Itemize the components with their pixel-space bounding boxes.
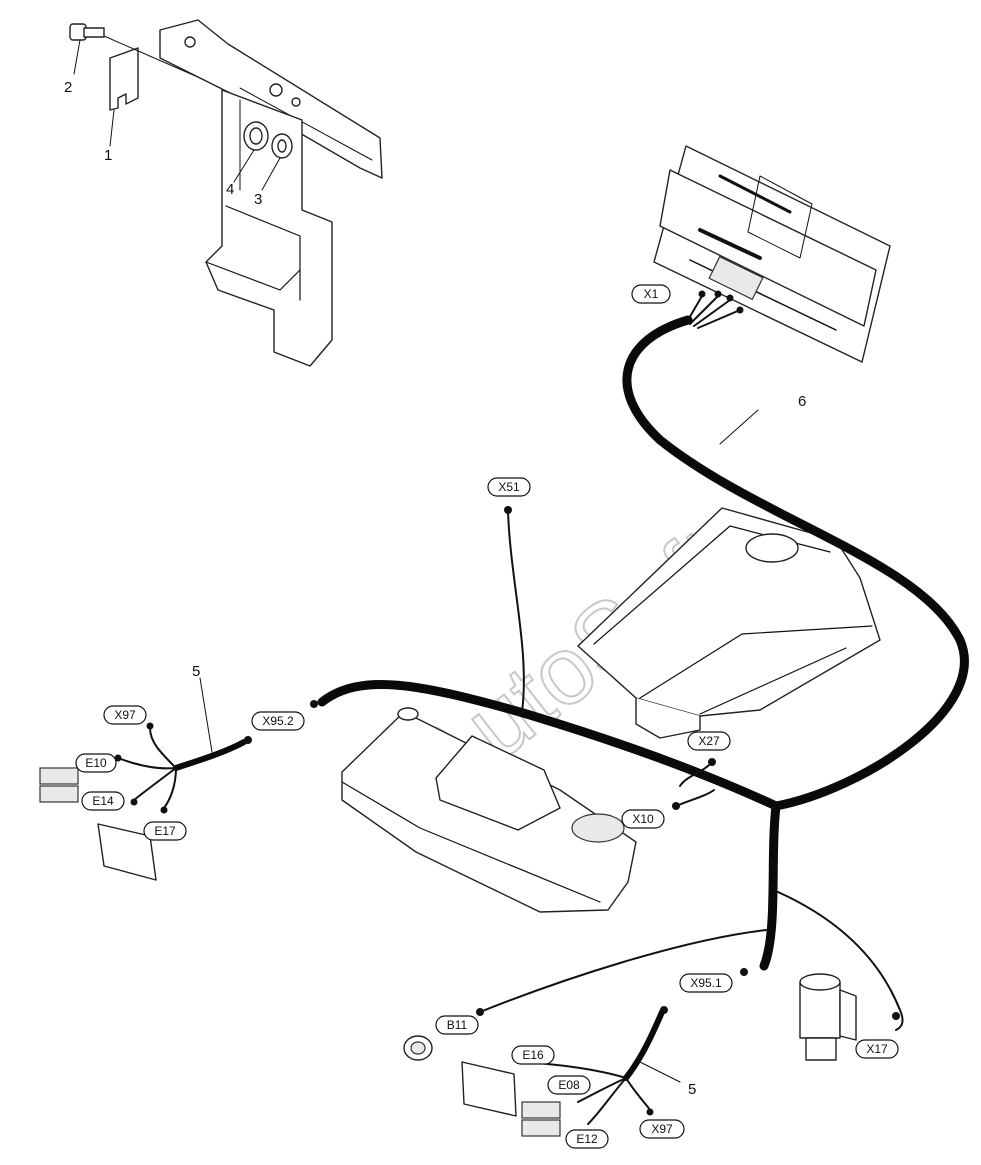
part-number-3: 3 bbox=[254, 191, 262, 208]
tag-x95-2: X95.2 bbox=[251, 711, 305, 731]
tag-x17: X17 bbox=[855, 1039, 899, 1059]
lamp-e10-e14 bbox=[39, 767, 79, 803]
svg-text:X10: X10 bbox=[632, 812, 654, 826]
tag-x51: X51 bbox=[487, 477, 531, 497]
wire-x17 bbox=[777, 891, 904, 1031]
tag-e16: E16 bbox=[511, 1045, 555, 1065]
svg-text:E17: E17 bbox=[154, 824, 176, 838]
tag-x97-left: X97 bbox=[103, 705, 147, 725]
clip-plate bbox=[109, 47, 139, 111]
svg-text:E08: E08 bbox=[558, 1078, 580, 1092]
svg-text:X95.1: X95.1 bbox=[690, 976, 722, 990]
tag-e08: E08 bbox=[547, 1075, 591, 1095]
wire-b11 bbox=[479, 929, 767, 1013]
part-number-4: 4 bbox=[226, 181, 234, 198]
tag-x10: X10 bbox=[621, 809, 665, 829]
tag-x95-1: X95.1 bbox=[679, 973, 733, 993]
washer-3 bbox=[271, 133, 293, 159]
sensor-b11 bbox=[403, 1035, 433, 1061]
svg-text:E16: E16 bbox=[522, 1048, 544, 1062]
frame-beam bbox=[159, 19, 383, 179]
part-number-6: 6 bbox=[798, 393, 806, 410]
tag-x27: X27 bbox=[687, 731, 731, 751]
harness-5-left bbox=[114, 722, 252, 814]
tag-e17: E17 bbox=[143, 821, 187, 841]
motor-x17 bbox=[799, 973, 857, 1061]
wire-x51 bbox=[507, 509, 525, 713]
tag-e14: E14 bbox=[81, 791, 125, 811]
harness-6 bbox=[317, 315, 969, 971]
mounting-bracket-assembly bbox=[69, 19, 383, 367]
control-box bbox=[653, 145, 891, 363]
part-number-2: 2 bbox=[64, 79, 72, 96]
part-number-5-bottom: 5 bbox=[688, 1081, 696, 1098]
wire-x10 bbox=[675, 789, 715, 807]
svg-text:X1: X1 bbox=[644, 287, 659, 301]
part-number-5-left: 5 bbox=[192, 663, 200, 680]
svg-text:E14: E14 bbox=[92, 794, 114, 808]
tag-e10: E10 bbox=[75, 753, 117, 773]
console-panel bbox=[341, 707, 637, 913]
washer-4 bbox=[243, 121, 269, 151]
tag-x97-bottom: X97 bbox=[639, 1119, 685, 1139]
tag-x1: X1 bbox=[631, 284, 671, 304]
harness-5-bottom bbox=[519, 1006, 668, 1125]
svg-text:E12: E12 bbox=[576, 1132, 598, 1146]
bolt bbox=[69, 23, 105, 41]
lamp-e08-e12 bbox=[521, 1101, 561, 1137]
svg-text:X17: X17 bbox=[866, 1042, 888, 1056]
lamp-e17 bbox=[97, 823, 157, 881]
tank-housing bbox=[577, 507, 881, 739]
svg-text:X27: X27 bbox=[698, 734, 720, 748]
tag-e12: E12 bbox=[565, 1129, 609, 1149]
x1-breakout-wires bbox=[687, 290, 744, 329]
part-number-1: 1 bbox=[104, 147, 112, 164]
svg-text:B11: B11 bbox=[447, 1018, 468, 1032]
svg-text:X97: X97 bbox=[114, 708, 136, 722]
svg-text:X97: X97 bbox=[651, 1122, 673, 1136]
svg-text:E10: E10 bbox=[85, 756, 107, 770]
tag-b11: B11 bbox=[435, 1015, 479, 1035]
svg-text:X51: X51 bbox=[498, 480, 520, 494]
svg-text:X95.2: X95.2 bbox=[262, 714, 294, 728]
lamp-e16 bbox=[461, 1061, 517, 1117]
